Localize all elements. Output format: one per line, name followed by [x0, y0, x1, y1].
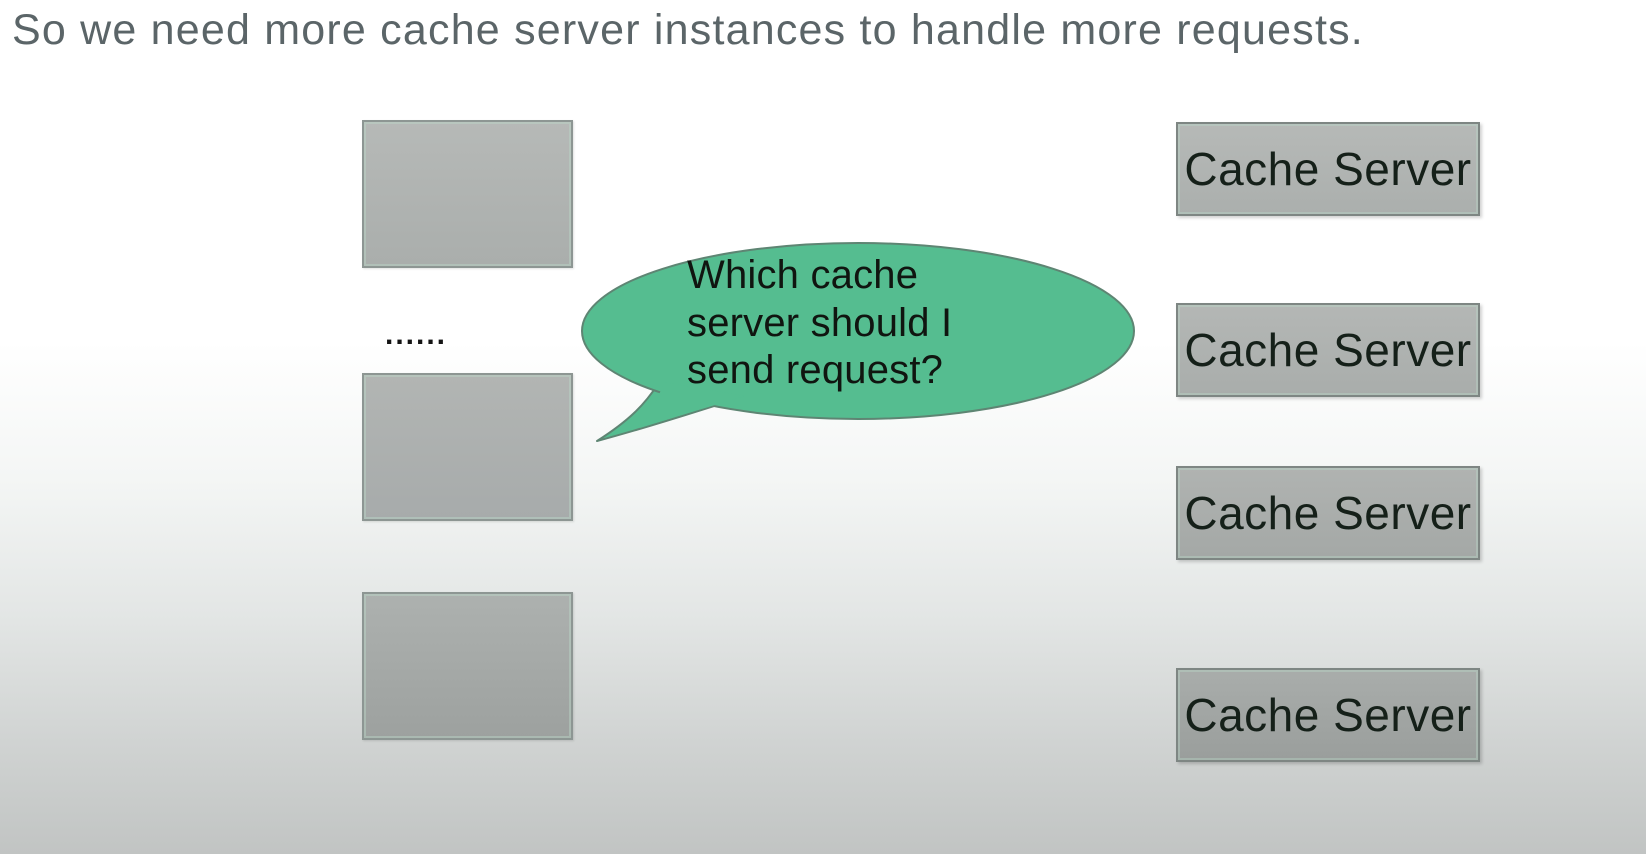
- cache-server-label-2: Cache Server: [1184, 324, 1472, 376]
- ellipsis-dots: ......: [385, 318, 448, 351]
- speech-bubble-text: Which cache server should I send request…: [687, 252, 952, 395]
- speech-bubble: [581, 242, 1135, 442]
- cache-server-box-1: Cache Server: [1176, 122, 1480, 216]
- speech-bubble-line-1: Which cache: [687, 253, 919, 297]
- cache-server-box-4: Cache Server: [1176, 668, 1480, 762]
- cache-server-label-3: Cache Server: [1184, 487, 1472, 539]
- cache-server-label-1: Cache Server: [1184, 143, 1472, 195]
- speech-bubble-line-2: server should I: [687, 300, 953, 345]
- speech-bubble-tail-join: [640, 382, 745, 428]
- cache-server-box-3: Cache Server: [1176, 466, 1480, 560]
- cache-server-label-4: Cache Server: [1184, 689, 1472, 741]
- client-box-3: [362, 592, 573, 740]
- speech-bubble-line-3: send request?: [687, 348, 944, 392]
- client-box-2: [362, 373, 573, 521]
- speech-bubble-ellipse: [581, 242, 1135, 420]
- slide-title: So we need more cache server instances t…: [12, 6, 1364, 54]
- client-box-1: [362, 120, 573, 268]
- cache-server-box-2: Cache Server: [1176, 303, 1480, 397]
